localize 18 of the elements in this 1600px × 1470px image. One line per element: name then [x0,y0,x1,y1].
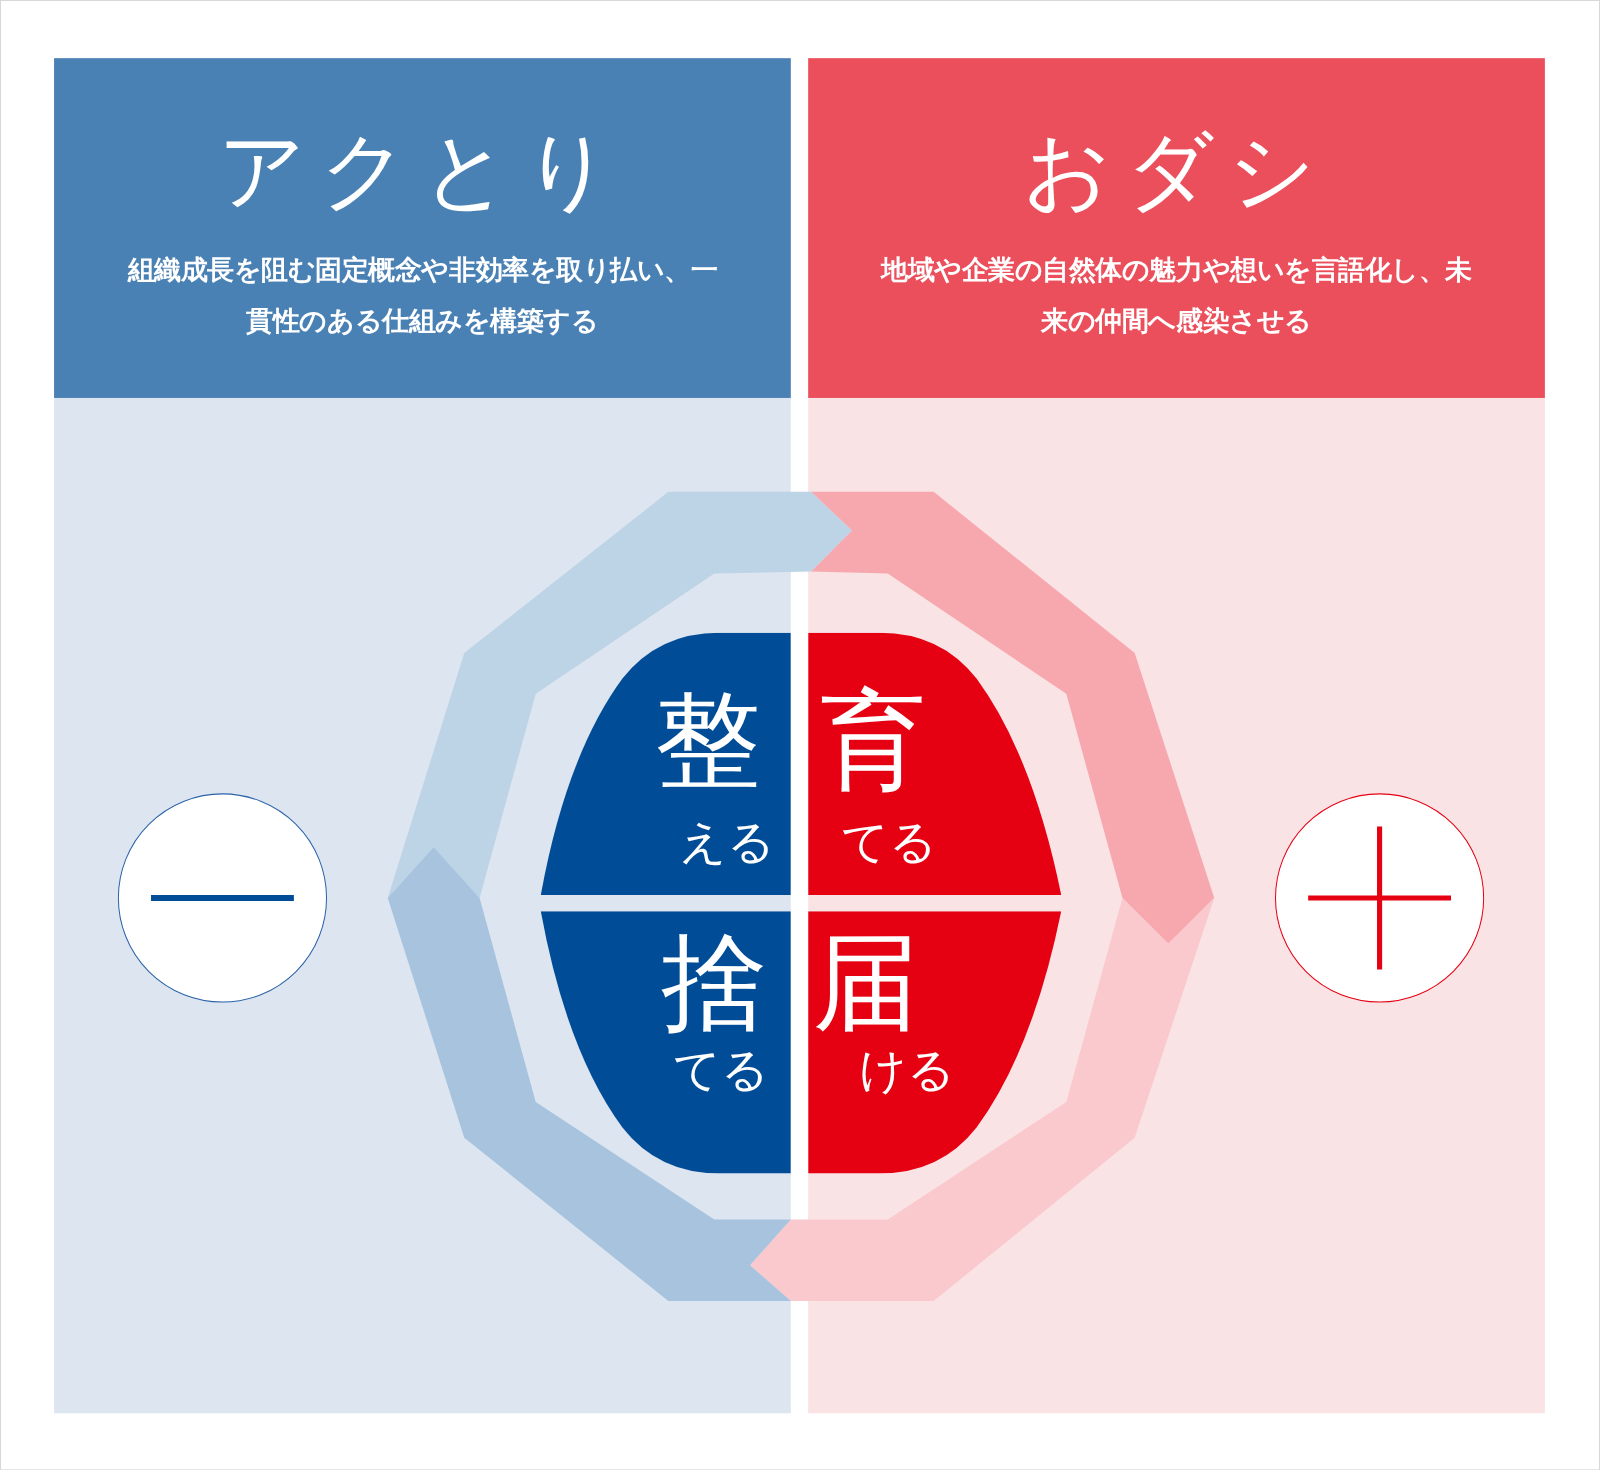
kanji-character: 届 [813,926,920,1039]
kana-text: てる [840,816,937,868]
quadrant-segment [808,911,1062,1174]
header-panel [808,58,1545,398]
quadrant-segment [540,632,791,895]
description-text: 組織成長を阻む固定概念や非効率を取り払い、一貫性のある仕組みを構築する [126,253,719,338]
kana-text: てる [673,1043,770,1095]
quadrant-segment [540,911,791,1174]
quadrant-segment [808,632,1062,895]
kana-text: ける [859,1043,956,1095]
header-panel [54,58,791,398]
kanji-character: 育 [820,683,927,796]
panel-heading: アクとり [217,119,628,222]
kana-text: える [678,816,775,868]
kanji-character: 整 [655,683,762,796]
kanji-character: 捨 [661,926,768,1039]
description-text: 地域や企業の自然体の魅力や想いを言語化し、未来の仲間へ感染させる [879,253,1473,338]
panel-heading: おダシ [1022,119,1331,222]
